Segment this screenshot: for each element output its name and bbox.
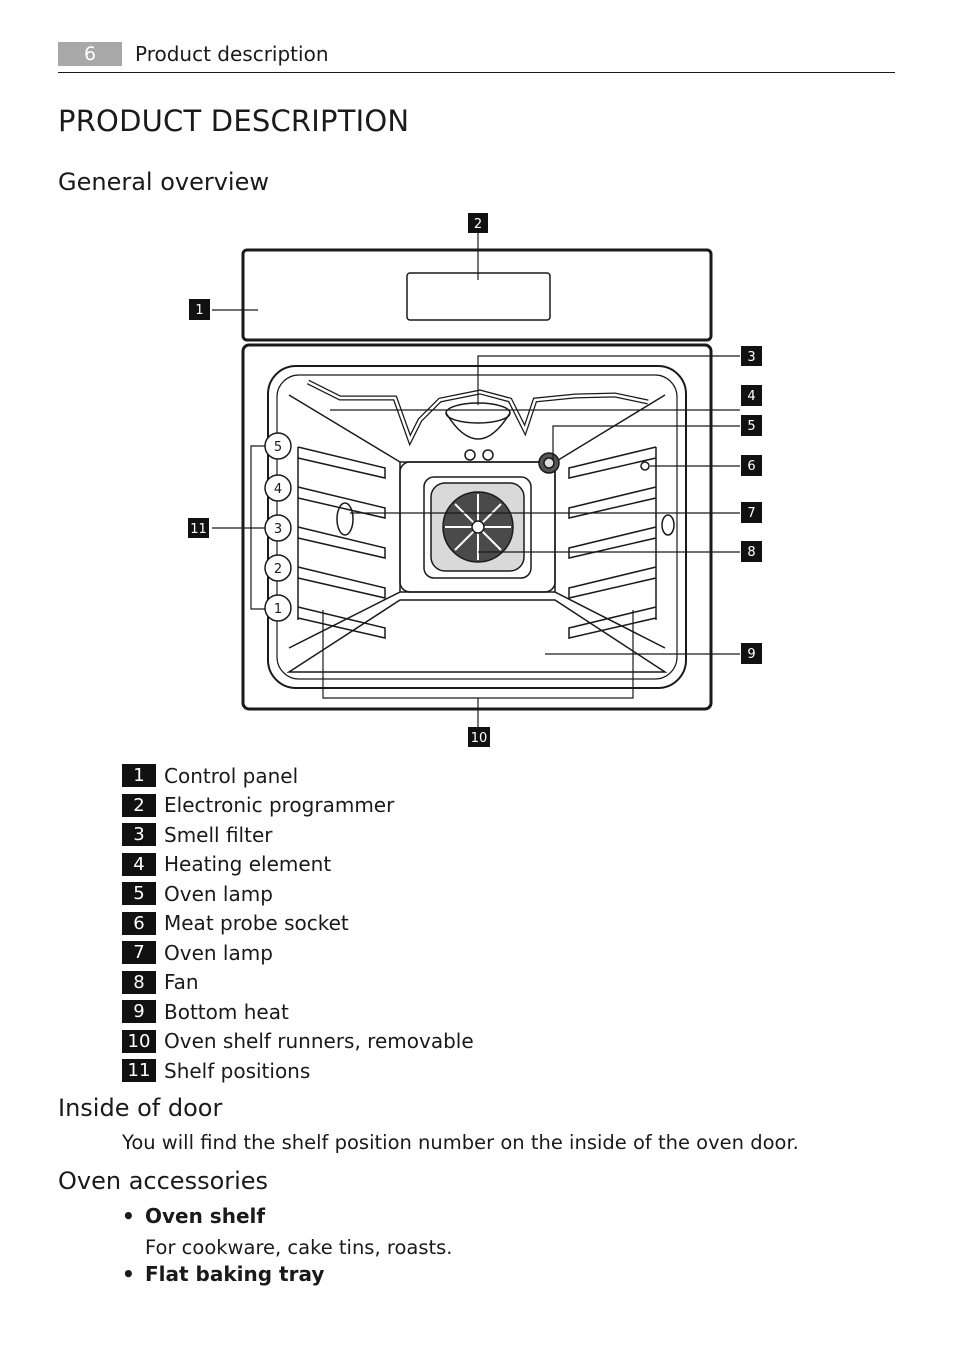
legend-item: 6 Meat probe socket — [122, 909, 622, 939]
legend-item: 4 Heating element — [122, 850, 622, 880]
legend-number: 10 — [122, 1029, 156, 1053]
shelf-label-4: 4 — [274, 482, 282, 497]
legend-label: Oven lamp — [164, 940, 273, 965]
legend-number: 3 — [122, 823, 156, 847]
callout-10: 10 — [471, 731, 488, 746]
legend-label: Bottom heat — [164, 999, 289, 1024]
callout-3: 3 — [747, 350, 755, 365]
right-lamp — [661, 514, 675, 536]
legend-number: 9 — [122, 1000, 156, 1024]
page-number: 6 — [58, 42, 122, 66]
legend-label: Fan — [164, 970, 199, 995]
legend-number: 4 — [122, 852, 156, 876]
general-overview-heading: General overview — [58, 168, 269, 196]
oven-diagram: 5 4 3 2 1 2 1 3 4 5 6 7 8 9 10 11 — [188, 213, 762, 747]
shelf-circle-4 — [264, 474, 292, 502]
oven-body-outline — [241, 343, 713, 711]
callout-7: 7 — [747, 506, 755, 521]
legend-item: 3 Smell filter — [122, 820, 622, 850]
legend-item: 11 Shelf positions — [122, 1056, 622, 1086]
shelf-label-1: 1 — [274, 602, 282, 617]
page-title: PRODUCT DESCRIPTION — [58, 104, 410, 138]
legend-item: 8 Fan — [122, 968, 622, 998]
accessory-name: Flat baking tray — [145, 1262, 325, 1286]
legend-label: Oven lamp — [164, 881, 273, 906]
inside-of-door-heading: Inside of door — [58, 1094, 223, 1122]
legend-label: Electronic programmer — [164, 793, 395, 818]
shelf-label-5: 5 — [274, 440, 282, 455]
callout-5: 5 — [747, 419, 755, 434]
legend-label: Smell filter — [164, 822, 273, 847]
legend-number: 11 — [122, 1059, 156, 1083]
fan-housing — [423, 476, 532, 579]
shelf-circle-3 — [264, 514, 292, 542]
accessory-description: For cookware, cake tins, roasts. — [145, 1236, 453, 1259]
shelf-circle-2 — [264, 554, 292, 582]
callout-4: 4 — [747, 389, 755, 404]
running-head: Product description — [135, 42, 329, 66]
bullet-icon: • — [122, 1262, 135, 1286]
callout-11: 11 — [190, 522, 207, 537]
control-panel-outline — [241, 248, 713, 342]
shelf-label-2: 2 — [274, 562, 282, 577]
callout-2: 2 — [474, 217, 482, 232]
legend-number: 2 — [122, 793, 156, 817]
legend-label: Shelf positions — [164, 1058, 311, 1083]
legend-label: Oven shelf runners, removable — [164, 1029, 474, 1054]
legend-number: 8 — [122, 970, 156, 994]
accessory-item: • Oven shelf — [122, 1203, 265, 1229]
legend-item: 9 Bottom heat — [122, 997, 622, 1027]
callout-9: 9 — [747, 647, 755, 662]
shelf-label-3: 3 — [274, 522, 282, 537]
inside-of-door-text: You will find the shelf position number … — [122, 1131, 799, 1154]
page-header: 6 Product description — [58, 40, 895, 73]
callout-8: 8 — [747, 545, 755, 560]
legend-item: 7 Oven lamp — [122, 938, 622, 968]
callout-1: 1 — [195, 303, 203, 318]
legend-number: 7 — [122, 941, 156, 965]
legend-item: 2 Electronic programmer — [122, 791, 622, 821]
smell-filter — [445, 402, 511, 424]
callout-6: 6 — [747, 459, 755, 474]
legend-label: Meat probe socket — [164, 911, 349, 936]
legend-label: Control panel — [164, 763, 299, 788]
legend-item: 10 Oven shelf runners, removable — [122, 1027, 622, 1057]
probe-socket — [640, 461, 650, 471]
legend-item: 5 Oven lamp — [122, 879, 622, 909]
accessory-item: • Flat baking tray — [122, 1261, 324, 1287]
accessory-name: Oven shelf — [145, 1204, 266, 1228]
legend-number: 6 — [122, 911, 156, 935]
programmer-display — [406, 272, 551, 321]
legend-item: 1 Control panel — [122, 761, 622, 791]
shelf-circle-1 — [264, 594, 292, 622]
legend-number: 5 — [122, 882, 156, 906]
oven-accessories-heading: Oven accessories — [58, 1167, 269, 1195]
left-lamp — [336, 502, 354, 536]
legend-label: Heating element — [164, 852, 332, 877]
legend-number: 1 — [122, 764, 156, 788]
shelf-circle-5 — [264, 432, 292, 460]
bullet-icon: • — [122, 1204, 135, 1228]
